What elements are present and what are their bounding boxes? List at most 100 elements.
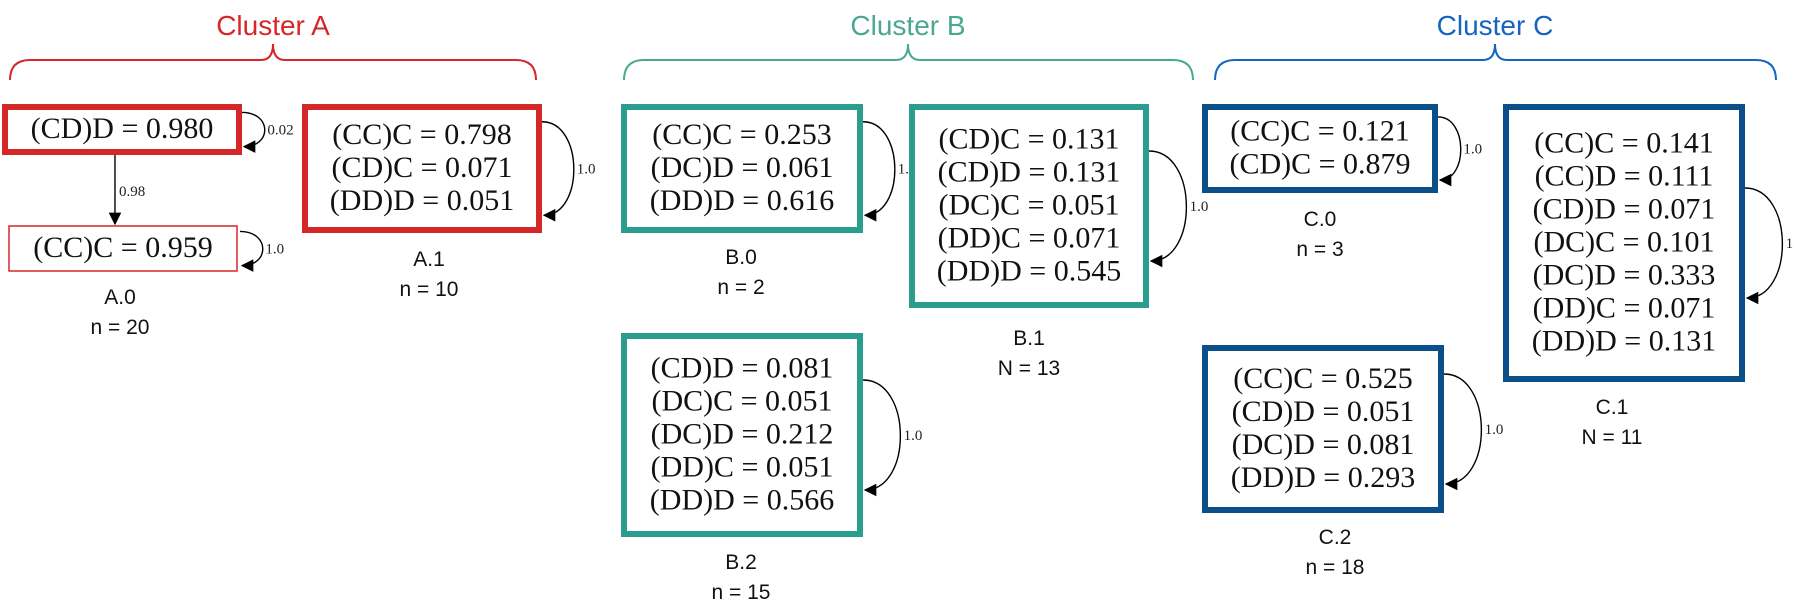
state-probability: (DC)C = 0.051: [938, 189, 1119, 222]
state-node-a-0a: (CD)D = 0.980 0.02: [2, 104, 294, 155]
node-caption: B.0 n = 2: [717, 246, 764, 299]
state-probability: (CD)C = 0.071: [331, 151, 512, 184]
state-node-a-0b: (CC)C = 0.959 1.0: [8, 225, 284, 272]
cluster-b: Cluster B(CC)C = 0.253(DC)D = 0.061(DD)D…: [621, 10, 1209, 604]
self-loop-arrow: [241, 111, 266, 153]
state-node-c-2: (CC)C = 0.525(CD)D = 0.051(DC)D = 0.081(…: [1202, 345, 1504, 513]
caption-count: N = 13: [998, 357, 1060, 380]
self-loop-arrow: [239, 230, 264, 272]
cluster-title: Cluster B: [850, 10, 965, 41]
caption-count: n = 3: [1296, 238, 1343, 261]
state-probability: (DD)C = 0.071: [938, 222, 1121, 255]
state-box: [1202, 345, 1444, 513]
state-probability: (CC)C = 0.798: [332, 118, 511, 151]
cluster-title: Cluster C: [1437, 10, 1554, 41]
cluster-a: Cluster A (CD)D = 0.980 0.02 (CC)C = 0.959 1…: [2, 10, 596, 339]
state-node-c-0: (CC)C = 0.121(CD)C = 0.879 1.0: [1202, 104, 1482, 193]
state-node-b-0: (CC)C = 0.253(DC)D = 0.061(DD)D = 0.6161…: [621, 104, 917, 233]
self-loop-label: 1.0: [1190, 199, 1209, 215]
state-probability: (DC)D = 0.081: [1232, 428, 1415, 461]
state-node-b-2: (CD)D = 0.081(DC)C = 0.051(DC)D = 0.212(…: [621, 333, 922, 537]
state-probability: (DD)D = 0.616: [650, 184, 834, 217]
cluster-brace: [1214, 43, 1777, 81]
state-box: [1202, 104, 1438, 193]
self-loop-arrow: [1744, 187, 1783, 305]
state-probability: (DC)C = 0.101: [1533, 226, 1714, 259]
self-loop-arrow: [1437, 116, 1462, 187]
state-probability: (DD)D = 0.566: [650, 484, 834, 517]
state-probability: (DC)D = 0.061: [651, 151, 834, 184]
state-probability: (DD)D = 0.051: [330, 184, 514, 217]
state-probability: (CD)D = 0.051: [1232, 395, 1415, 428]
caption-name: C.1: [1596, 396, 1629, 419]
self-loop-arrow: [541, 121, 575, 222]
caption-name: B.0: [725, 246, 757, 269]
state-probability: (CD)C = 0.879: [1229, 148, 1410, 181]
transition-label: 0.98: [119, 184, 145, 200]
state-probability: (CC)D = 0.111: [1535, 160, 1714, 193]
state-probability: (DD)C = 0.071: [1533, 292, 1716, 325]
self-loop-arrow: [1148, 150, 1187, 268]
state-probability: (DC)D = 0.333: [1533, 259, 1716, 292]
state-probability: (DD)D = 0.545: [937, 255, 1121, 288]
node-caption: C.2 n = 18: [1306, 526, 1365, 579]
caption-name: A.0: [104, 286, 136, 309]
state-box: [8, 225, 238, 272]
caption-count: n = 15: [712, 581, 771, 604]
self-loop-label: 1.0: [1463, 142, 1482, 158]
caption-name: A.1: [413, 248, 445, 271]
caption-name: C.2: [1319, 526, 1352, 549]
state-box: [621, 104, 863, 233]
state-probability: (DD)C = 0.051: [651, 451, 834, 484]
caption-count: n = 18: [1306, 556, 1365, 579]
state-probability: (DD)D = 0.293: [1231, 461, 1415, 494]
state-box: [621, 333, 863, 537]
self-loop-arrow: [1443, 373, 1482, 491]
caption-name: B.2: [725, 551, 757, 574]
state-probability: (CD)D = 0.071: [1533, 193, 1716, 226]
caption-count: n = 20: [91, 316, 150, 339]
node-caption: B.1 N = 13: [998, 327, 1060, 380]
state-box: [1503, 104, 1745, 382]
cluster-brace: [9, 43, 537, 81]
self-loop-arrow: [862, 379, 901, 497]
caption-name: B.1: [1013, 327, 1045, 350]
self-loop-label: 0.02: [267, 123, 293, 139]
state-probability: (CD)D = 0.131: [938, 156, 1121, 189]
state-box: [909, 104, 1149, 308]
cluster-title: Cluster A: [216, 10, 330, 41]
state-probability: (DD)D = 0.131: [1532, 325, 1716, 358]
state-probability: (CC)C = 0.141: [1534, 127, 1713, 160]
state-probability: (CC)C = 0.525: [1233, 362, 1412, 395]
state-probability: (CC)C = 0.253: [652, 118, 831, 151]
cluster-brace: [623, 43, 1194, 81]
state-node-c-1: (CC)C = 0.141(CC)D = 0.111(CD)D = 0.071(…: [1503, 104, 1794, 382]
state-probability: (CD)D = 0.081: [651, 352, 834, 385]
self-loop-label: 1.0: [1786, 236, 1794, 252]
self-loop-label: 1.0: [265, 242, 284, 258]
state-probability: (CD)C = 0.131: [938, 123, 1119, 156]
caption-name: C.0: [1304, 208, 1337, 231]
state-probability: (DC)C = 0.051: [651, 385, 832, 418]
state-probability: (CC)C = 0.959: [33, 231, 212, 264]
state-probability: (DC)D = 0.212: [651, 418, 834, 451]
state-probability: (CD)D = 0.980: [31, 112, 214, 145]
state-node-b-1: (CD)C = 0.131(CD)D = 0.131(DC)C = 0.051(…: [909, 104, 1209, 308]
node-caption: A.1 n = 10: [400, 248, 459, 301]
caption-count: n = 10: [400, 278, 459, 301]
state-node-a-1: (CC)C = 0.798(CD)C = 0.071(DD)D = 0.051 1…: [302, 104, 596, 233]
self-loop-label: 1.0: [577, 162, 596, 178]
state-probability: (CC)C = 0.121: [1230, 115, 1409, 148]
caption-count: N = 11: [1582, 426, 1643, 449]
node-caption: B.2 n = 15: [712, 551, 771, 604]
self-loop-label: 1.0: [1485, 422, 1504, 438]
state-box: [2, 104, 242, 155]
caption-count: n = 2: [717, 276, 764, 299]
node-caption: C.0 n = 3: [1296, 208, 1343, 261]
state-box: [302, 104, 542, 233]
node-caption: A.0 n = 20: [91, 286, 150, 339]
self-loop-arrow: [862, 121, 896, 222]
